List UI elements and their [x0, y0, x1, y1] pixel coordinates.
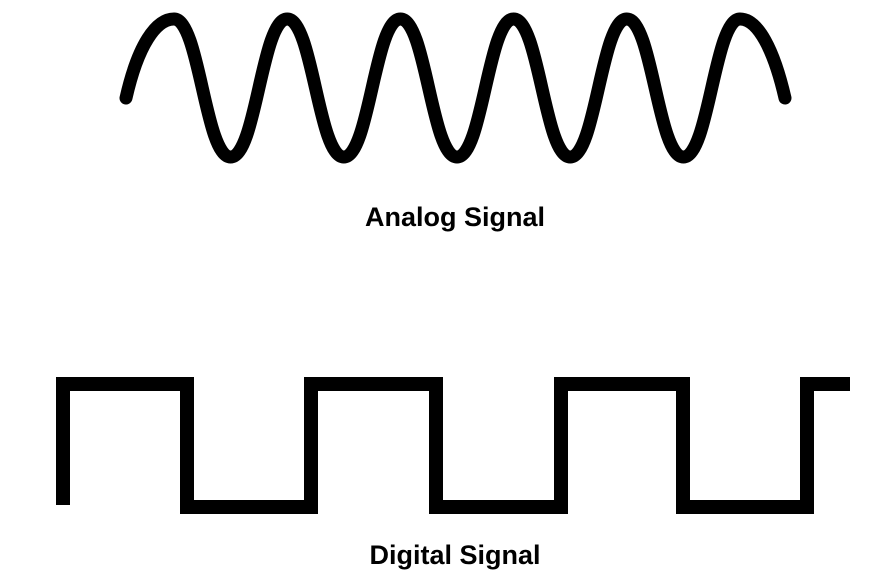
analog-sine-wave: [119, 12, 792, 164]
digital-signal-label: Digital Signal: [369, 540, 541, 570]
analog-signal-label: Analog Signal: [364, 202, 545, 232]
digital-square-wave: [56, 377, 850, 514]
